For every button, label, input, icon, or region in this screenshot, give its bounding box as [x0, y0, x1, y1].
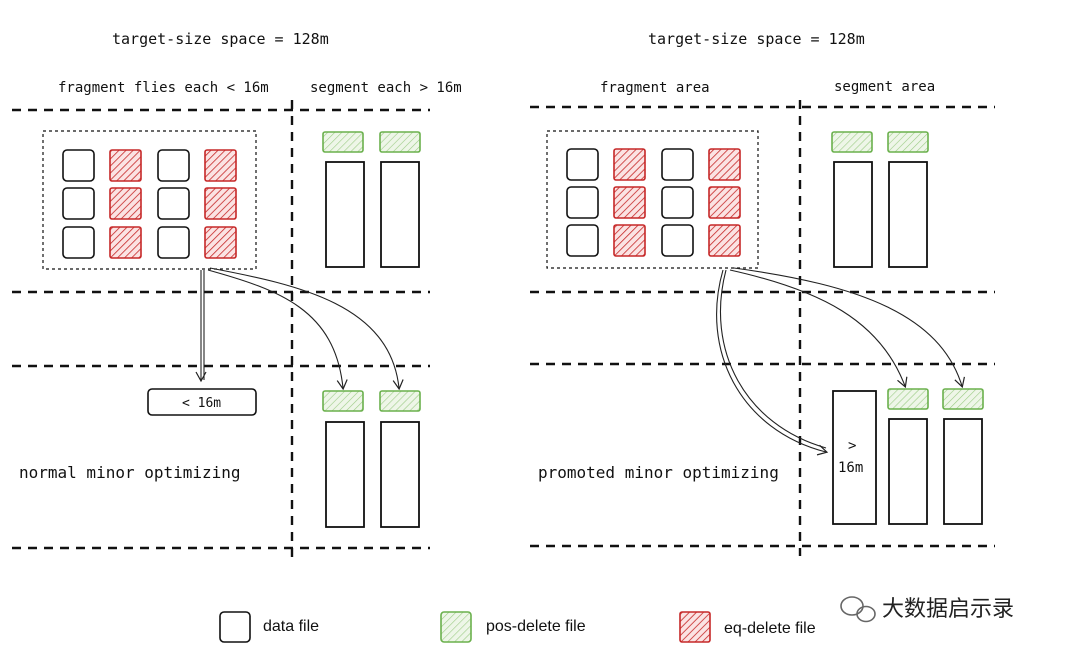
right-segments-top — [831, 131, 929, 268]
left-segment-label: segment each > 16m — [310, 80, 462, 96]
pos-delete-file — [942, 388, 984, 410]
right-mode-label: promoted minor optimizing — [538, 463, 779, 482]
right-segments-bottom — [887, 388, 984, 525]
data-file — [62, 226, 95, 259]
left-mode-label: normal minor optimizing — [19, 463, 241, 482]
data-file — [661, 224, 694, 257]
eq-delete-file — [109, 149, 142, 182]
right-arrows — [716, 267, 965, 456]
left-fragment-container — [42, 130, 257, 270]
left-segments-top — [322, 131, 421, 268]
data-file — [157, 187, 190, 220]
watermark: 大数据启示录 — [840, 596, 1014, 623]
left-arrows — [195, 267, 404, 391]
eq-delete-file — [109, 226, 142, 259]
eq-delete-file — [109, 187, 142, 220]
eq-delete-file — [708, 224, 741, 257]
pos-delete-file — [322, 390, 364, 412]
pos-delete-file — [831, 131, 873, 153]
eq-delete-file — [708, 186, 741, 219]
segment-data-file — [943, 418, 983, 525]
segment-data-file — [325, 161, 365, 268]
legend-pos-delete-label: pos-delete file — [486, 618, 586, 635]
legend-data-file-swatch — [219, 611, 251, 643]
data-file — [157, 149, 190, 182]
legend: data file pos-delete file eq-delete file — [219, 611, 816, 643]
pos-delete-file — [379, 390, 421, 412]
data-file — [62, 187, 95, 220]
right-promoted-label-1: > — [848, 438, 856, 454]
segment-data-file — [380, 421, 420, 528]
eq-delete-file — [613, 224, 646, 257]
wechat-icon — [840, 596, 876, 623]
eq-delete-file — [204, 187, 237, 220]
left-grid-lines — [12, 100, 430, 560]
eq-delete-file — [613, 186, 646, 219]
left-fragment-label: fragment flies each < 16m — [58, 80, 269, 96]
data-file — [661, 186, 694, 219]
segment-data-file — [325, 421, 365, 528]
watermark-text: 大数据启示录 — [882, 597, 1014, 622]
segment-data-file — [380, 161, 420, 268]
eq-delete-file — [204, 226, 237, 259]
left-title: target-size space = 128m — [112, 30, 329, 48]
legend-pos-delete-swatch — [440, 611, 472, 643]
left-output-label: < 16m — [182, 396, 221, 411]
pos-delete-file — [887, 131, 929, 153]
legend-data-file-label: data file — [263, 618, 319, 635]
eq-delete-file — [204, 149, 237, 182]
data-file — [566, 186, 599, 219]
legend-eq-delete-swatch — [679, 611, 711, 643]
right-fragment-files — [566, 148, 741, 257]
segment-data-file — [888, 418, 928, 525]
left-output-file — [147, 388, 257, 416]
segment-data-file — [888, 161, 928, 268]
pos-delete-file — [322, 131, 364, 153]
right-promoted-label-2: 16m — [838, 460, 863, 476]
left-fragment-files — [62, 149, 237, 259]
data-file — [566, 148, 599, 181]
right-fragment-label: fragment area — [600, 80, 710, 96]
data-file — [566, 224, 599, 257]
eq-delete-file — [708, 148, 741, 181]
right-grid-lines — [530, 100, 995, 556]
pos-delete-file — [379, 131, 421, 153]
data-file — [157, 226, 190, 259]
segment-data-file — [833, 161, 873, 268]
eq-delete-file — [613, 148, 646, 181]
data-file — [62, 149, 95, 182]
legend-eq-delete-label: eq-delete file — [724, 620, 816, 637]
left-panel: target-size space = 128m fragment flies … — [12, 30, 462, 560]
right-segment-label: segment area — [834, 79, 935, 95]
data-file — [661, 148, 694, 181]
left-segments-bottom — [322, 390, 421, 528]
right-title: target-size space = 128m — [648, 30, 865, 48]
right-panel: target-size space = 128m fragment area s… — [530, 30, 995, 556]
pos-delete-file — [887, 388, 929, 410]
right-promoted-file — [832, 390, 877, 525]
